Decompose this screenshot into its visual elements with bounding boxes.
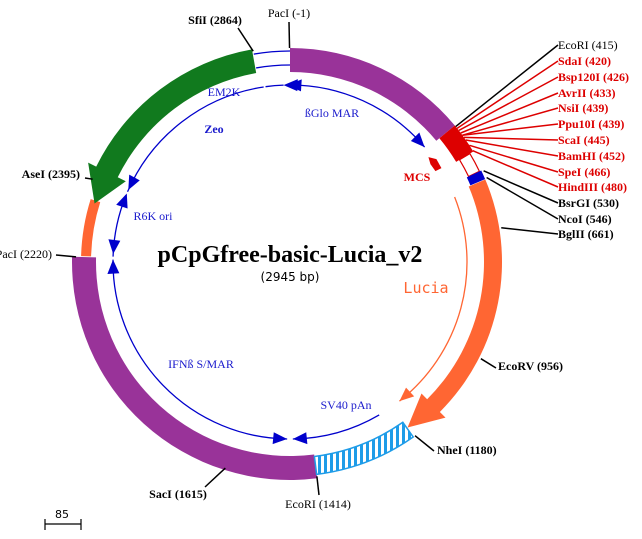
inner-ifnb-smar-arrowhead [272,432,288,445]
inner-bglo-mar [287,84,426,148]
label-zeo: Zeo [204,122,223,136]
segment-ifnb-smar [71,256,318,480]
scale-bar: 85 [44,508,82,530]
inner-r6k-ori-arrowhead [108,239,121,254]
label-ifnb-smar: IFNß S/MAR [168,357,234,371]
site-label: EcoRV (956) [498,359,563,373]
site-leader-line [55,254,77,258]
inner-em2k-arrowhead [283,79,298,92]
site-label: HindIII (480) [558,180,627,194]
site-label: SpeI (466) [558,165,610,179]
site-label: EcoRI (1414) [285,497,351,511]
feature-bsrgi-box [466,170,486,186]
site-label: NsiI (439) [558,101,608,115]
backbone-gap-top-outer [253,50,291,55]
site-label: ScaI (445) [558,133,610,147]
inner-ifnb-smar-arrowhead [107,259,120,275]
site-leader-line [463,136,559,141]
site-leader-line [480,358,497,369]
plasmid-size: (2945 bp) [261,270,320,284]
inner-bglo-mar-arrowhead [410,132,425,148]
feature-sv40-hatched [313,421,415,476]
inner-lucia-arrowhead [399,387,415,402]
site-label: AvrII (433) [558,86,615,100]
label-lucia: Lucia [403,279,448,297]
inner-feature-layer [107,79,468,445]
plasmid-name: pCpGfree-basic-Lucia_v2 [158,242,423,268]
site-label: SdaI (420) [558,54,611,68]
label-bglo-mar: ßGlo MAR [305,106,359,120]
site-leader-line [414,435,435,452]
site-label: AseI (2395) [22,167,80,181]
inner-lucia [399,196,468,402]
site-leader-line [469,144,559,173]
site-label: SfiI (2864) [188,13,242,27]
mcs-marker-icon [428,157,442,172]
scale-bar-label: 85 [55,508,69,521]
site-label: BglII (661) [558,227,614,241]
restriction-site-layer: PacI (-1) SfiI (2864) AseI (2395) PacI (222… [0,6,629,511]
site-leader-line [204,467,226,488]
site-leader-line [460,92,559,134]
feature-layer [71,48,502,480]
site-leader-line [455,44,559,128]
site-leader-line [472,150,559,188]
site-label: PacI (2220) [0,247,52,261]
inner-r6k-ori-arrowhead [116,193,128,209]
label-sv40-pan: SV40 pAn [320,398,371,412]
site-leader-line [486,176,559,220]
site-label: Ppu10I (439) [558,117,624,131]
segment-ori [81,199,101,257]
site-label: PacI (-1) [268,6,310,20]
backbone-ring [253,50,481,178]
site-leader-line [465,139,559,157]
inner-em2k [265,84,284,88]
site-label: Bsp120I (426) [558,70,629,84]
site-leader-line [501,227,559,235]
inner-sv40-pan-arrowhead [292,432,308,445]
site-leader-line [462,107,559,136]
site-leader-line [84,177,93,180]
site-leader-line [458,76,559,132]
site-leader-line [237,27,254,52]
segment-bglo-mar [290,48,455,141]
inner-ifnb-smar [112,259,288,440]
feature-zeo-arrow [88,49,257,204]
backbone-gap-top-inner [256,64,291,69]
label-mcs: MCS [404,170,431,184]
label-em2k: EM2K [208,85,241,99]
site-leader-line [483,170,559,204]
site-leader-line [288,21,291,49]
site-label: EcoRI (415) [558,38,618,52]
inner-zeo-line [126,86,264,193]
site-label: NheI (1180) [437,443,497,457]
feature-mcs-box [439,125,474,162]
site-label: BsrGI (530) [558,196,619,210]
site-leader-line [462,123,559,136]
site-leader-line [316,476,320,496]
site-leader-line [456,60,559,129]
inner-zeo-line-arrowhead [128,174,140,191]
site-label: NcoI (546) [558,212,612,226]
feature-lucia-arrow [407,179,502,428]
label-r6k-ori: R6K ori [134,209,174,223]
site-label: BamHI (452) [558,149,625,163]
site-label: SacI (1615) [149,487,207,501]
